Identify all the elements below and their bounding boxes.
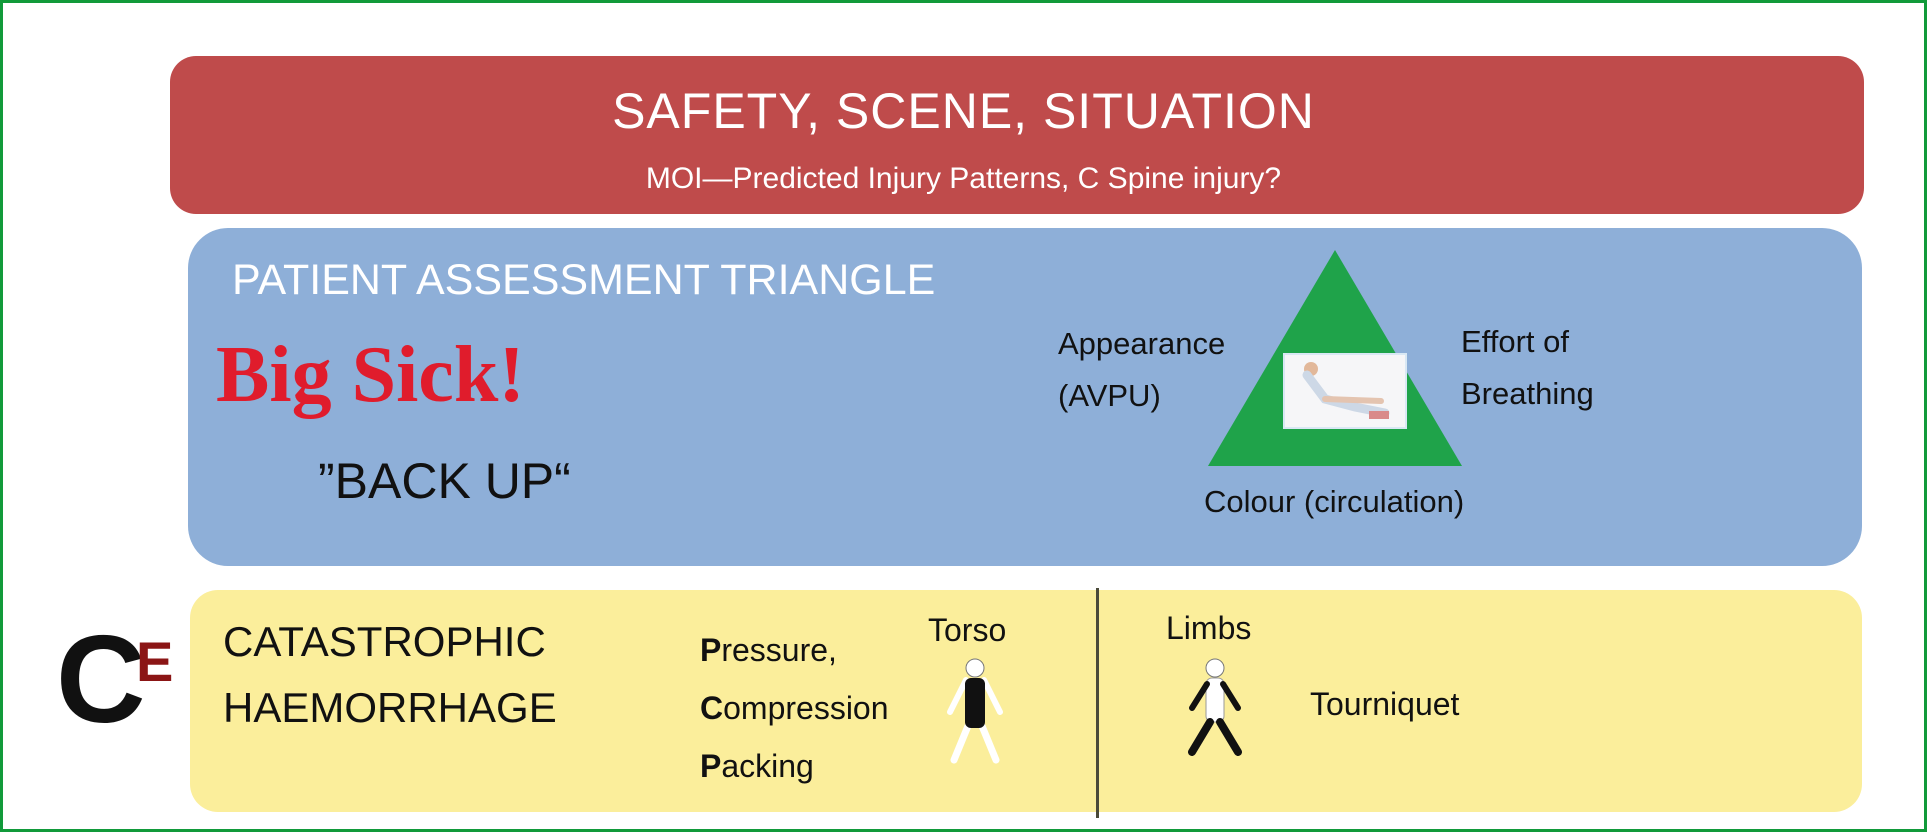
limbs-figure-icon [1188,658,1242,756]
ce-superscript: E [136,630,174,693]
pressure-rest: ressure, [721,632,837,668]
safety-subtitle: MOI—Predicted Injury Patterns, C Spine i… [645,162,1282,195]
tourniquet-label: Tourniquet [1310,686,1460,722]
big-sick-label: Big Sick! [216,331,525,419]
back-up-label: ”BACK UP“ [318,453,571,509]
ce-letter: C [56,611,146,749]
compression-initial: C [700,690,724,726]
assessment-panel [188,228,1862,566]
packing-label: Packing [700,748,814,785]
compression-label: Compression [700,690,889,727]
torso-label: Torso [928,612,1007,648]
compression-rest: ompression [723,690,889,726]
panel-divider [1096,588,1099,818]
haemorrhage-title-line1: CATASTROPHIC [223,618,546,665]
pressure-label: Pressure, [700,632,837,669]
appearance-line1: Appearance [1058,326,1226,361]
assessment-title: PATIENT ASSESSMENT TRIANGLE [232,256,936,304]
limbs-label: Limbs [1166,610,1252,646]
effort-line2: Breathing [1461,376,1594,411]
appearance-line2: (AVPU) [1058,378,1161,413]
colour-circulation-label: Colour (circulation) [1204,484,1465,519]
packing-initial: P [700,748,722,784]
effort-line1: Effort of [1461,324,1569,359]
safety-panel [170,56,1864,214]
patient-photo [1283,353,1407,429]
pressure-initial: P [700,632,722,668]
torso-figure-icon [947,658,1003,764]
haemorrhage-title-line2: HAEMORRHAGE [223,684,557,731]
packing-rest: acking [721,748,814,784]
safety-title: SAFETY, SCENE, SITUATION [612,83,1315,139]
appearance-label: Appearance (AVPU) [1058,318,1225,422]
haemorrhage-panel [190,590,1862,812]
effort-of-breathing-label: Effort of Breathing [1461,316,1594,420]
